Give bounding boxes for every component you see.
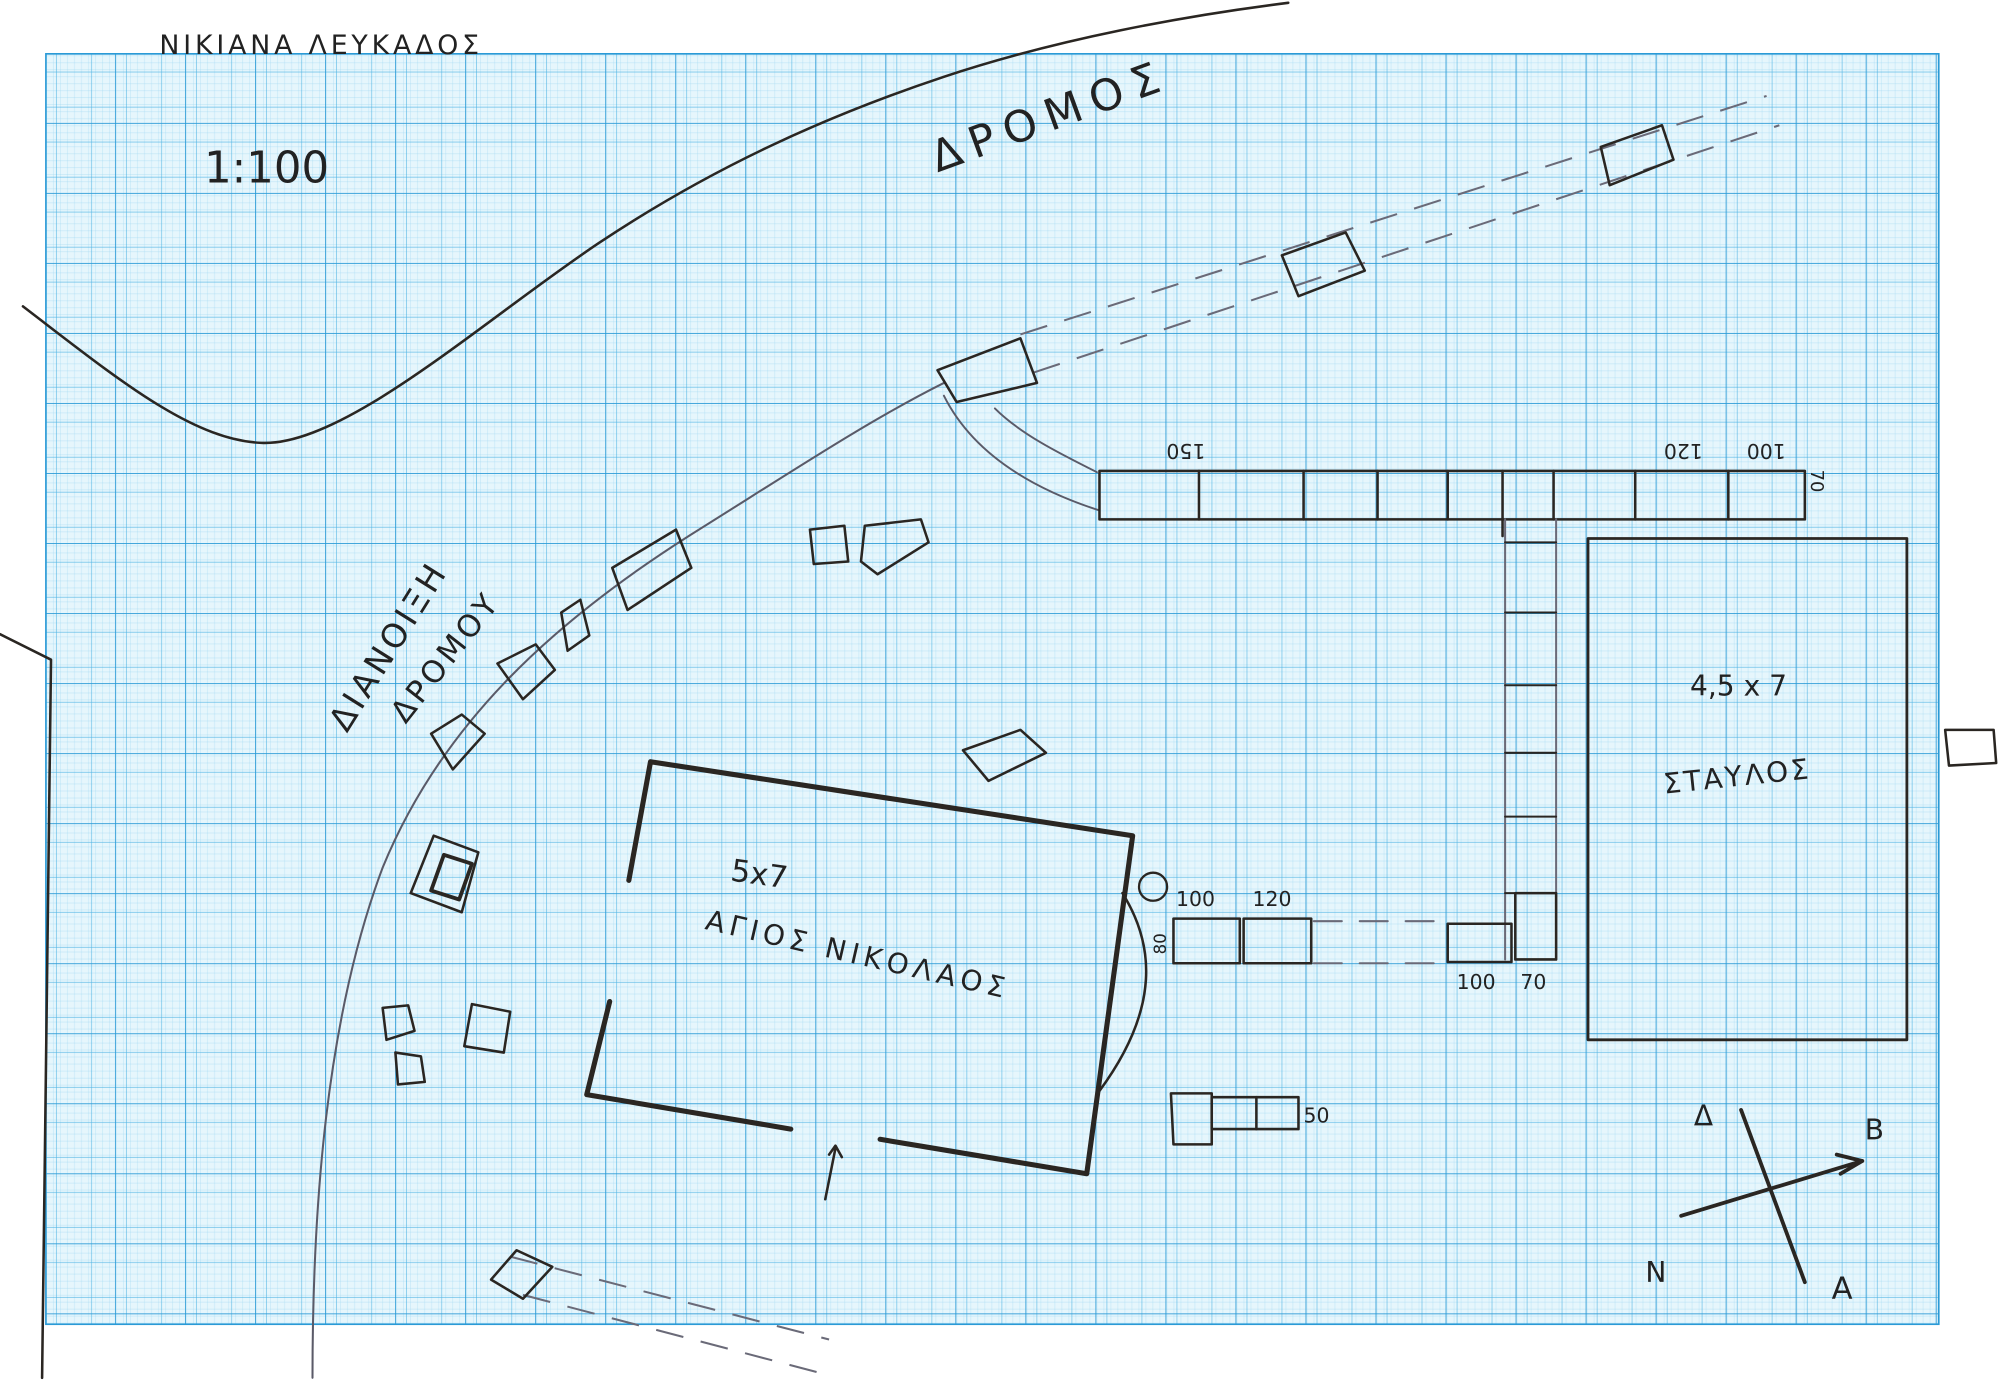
wall-bottom-label-80: 80 <box>1151 933 1170 954</box>
road-dashed-edge-1 <box>1020 94 1767 336</box>
wall-bottom-label-120: 120 <box>1253 887 1292 911</box>
stone-blocks <box>381 123 1998 1301</box>
church-dimensions: 5x7 <box>728 854 789 897</box>
wall-bottom-label-100: 100 <box>1176 887 1215 911</box>
sketch-title: ΝΙΚΙΑΝΑ ΛΕΥΚΑΔΟΣ <box>159 30 482 61</box>
compass-label-top: Δ <box>1694 1099 1713 1132</box>
well-circle <box>1137 871 1169 902</box>
scale-label: 1:100 <box>204 144 329 194</box>
stable-outline <box>1586 537 1909 1042</box>
stable-dimensions: 4,5 x 7 <box>1690 669 1787 702</box>
compass-label-right: Β <box>1865 1113 1884 1146</box>
wall-vertical <box>1504 518 1558 961</box>
road-dashed-edge-4 <box>522 1293 830 1377</box>
road-edge-outer <box>21 1 1290 445</box>
wall-bottom <box>1172 917 1513 965</box>
property-edge <box>0 632 53 1380</box>
compass-label-bottom: Α <box>1832 1272 1853 1307</box>
stone-group-50 <box>1169 1092 1300 1146</box>
wall-top-label-150: 150 <box>1166 439 1205 463</box>
road-dashed-edge-3 <box>509 1255 830 1341</box>
wall-top-label-70: 70 <box>1806 470 1827 493</box>
wall-top-label-120: 120 <box>1664 439 1703 463</box>
blocks-label-50: 50 <box>1304 1104 1330 1128</box>
compass-label-left: Ν <box>1645 1256 1666 1289</box>
wall-bottom-label-70: 70 <box>1520 970 1546 994</box>
church-outline <box>584 759 1148 1201</box>
compass-icon <box>1679 1108 1865 1285</box>
wall-top <box>1098 469 1807 538</box>
wall-top-label-100: 100 <box>1747 439 1786 463</box>
wall-bottom-label-100b: 100 <box>1457 970 1496 994</box>
